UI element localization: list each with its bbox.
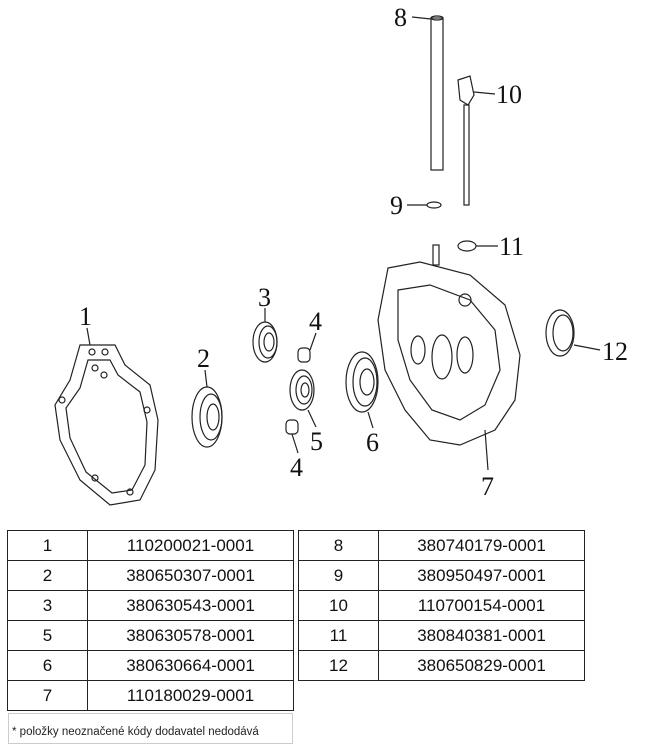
position-number: 7 [7, 680, 88, 711]
exploded-parts-diagram: 1 2 3 4 5 4 6 7 8 9 10 11 12 [54, 3, 628, 506]
position-number: 12 [298, 650, 379, 681]
part-code: 380630543-0001 [87, 590, 294, 621]
part-code: 380630664-0001 [87, 650, 294, 681]
part-6-bearing [345, 351, 379, 413]
position-number: 1 [7, 530, 88, 561]
callout-5: 5 [310, 427, 323, 456]
callout-10: 10 [496, 80, 522, 109]
part-8-tube [430, 15, 444, 171]
part-code: 380950497-0001 [378, 560, 585, 591]
part-2-seal [191, 386, 223, 448]
part-code: 380740179-0001 [378, 530, 585, 561]
position-number: 3 [7, 590, 88, 621]
part-7-gearbox-housing [377, 244, 521, 446]
part-code: 380840381-0001 [378, 620, 585, 651]
part-9-o-ring [426, 201, 442, 209]
callout-4b: 4 [290, 453, 303, 482]
position-number: 2 [7, 560, 88, 591]
callout-4: 4 [309, 307, 322, 336]
part-code: 380650307-0001 [87, 560, 294, 591]
part-code: 380630578-0001 [87, 620, 294, 651]
position-number: 6 [7, 650, 88, 681]
part-5-bearing [289, 369, 315, 411]
position-number: 9 [298, 560, 379, 591]
part-10-dipstick [457, 75, 475, 206]
part-11-washer [457, 240, 477, 252]
position-number: 11 [298, 620, 379, 651]
part-code: 110200021-0001 [87, 530, 294, 561]
part-3-bearing [252, 321, 278, 363]
callout-9: 9 [390, 191, 403, 220]
callout-7: 7 [481, 472, 494, 501]
position-number: 8 [298, 530, 379, 561]
position-number: 5 [7, 620, 88, 651]
part-code: 380650829-0001 [378, 650, 585, 681]
position-number: 10 [298, 590, 379, 621]
callout-2: 2 [197, 344, 210, 373]
callout-3: 3 [258, 283, 271, 312]
part-code: 110180029-0001 [87, 680, 294, 711]
callout-12: 12 [602, 337, 628, 366]
callout-6: 6 [366, 428, 379, 457]
footnote: * položky neoznačené kódy dodavatel nedo… [8, 713, 293, 744]
callout-8: 8 [394, 3, 407, 32]
part-code: 110700154-0001 [378, 590, 585, 621]
part-1-gasket [54, 344, 159, 506]
callout-1: 1 [79, 302, 92, 331]
part-12-seal [545, 309, 575, 357]
callout-11: 11 [499, 232, 524, 261]
